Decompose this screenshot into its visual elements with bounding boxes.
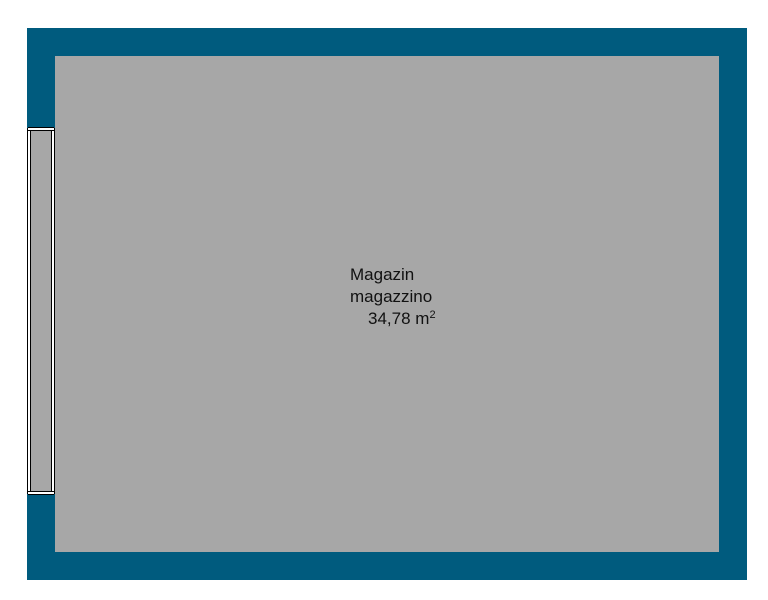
window-jamb [28, 129, 30, 493]
room-type: magazzino [350, 287, 433, 306]
room-name: Magazin [350, 265, 415, 284]
window-opening [27, 127, 55, 495]
room-area-exponent: 2 [429, 309, 436, 321]
window-sill-bottom [28, 491, 54, 495]
room-area: 34,78 m2 [350, 308, 436, 330]
window-sill-top [28, 127, 54, 131]
window-pane [30, 129, 52, 493]
room-area-value: 34,78 m [368, 309, 430, 328]
room-label: Magazin magazzino 34,78 m2 [350, 264, 436, 330]
